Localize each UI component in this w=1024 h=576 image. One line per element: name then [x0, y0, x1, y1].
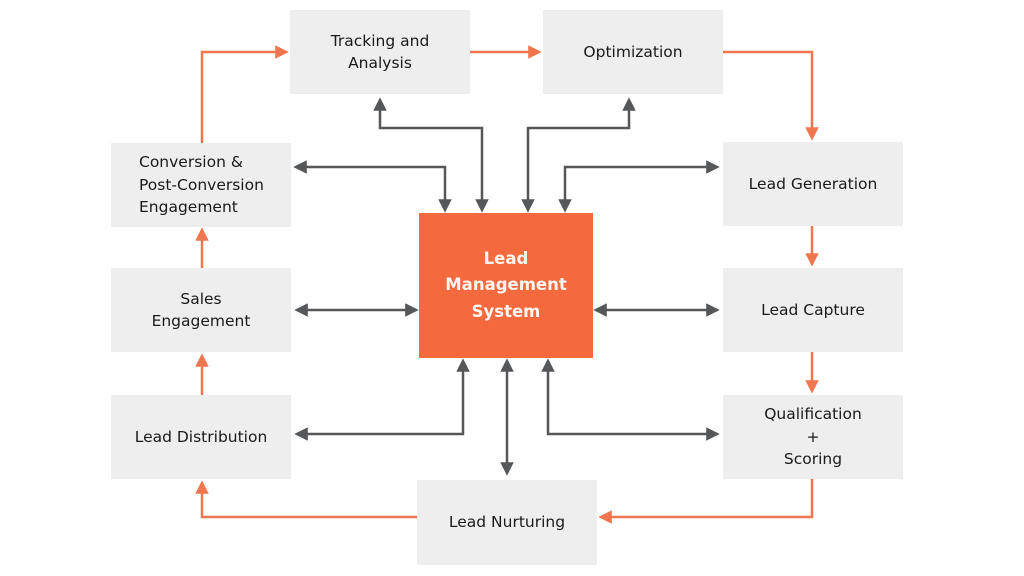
node-label: Qualification + Scoring [764, 405, 862, 469]
node-lead-distribution: Lead Distribution [111, 395, 291, 479]
node-optimization: Optimization [543, 10, 723, 94]
link-center-qualification [541, 358, 720, 441]
node-label: Lead Generation [748, 174, 878, 193]
link-center-conversion [293, 160, 452, 213]
node-label: Conversion & Post-Conversion Engagement [139, 153, 264, 217]
link-center-lead-generation [558, 160, 720, 213]
link-center-tracking [373, 97, 489, 213]
node-label: Sales Engagement [151, 289, 251, 330]
node-label: Lead Distribution [134, 427, 268, 446]
node-conversion-post-conversion-engagement: Conversion & Post-Conversion Engagement [111, 143, 291, 227]
link-center-optimization [521, 97, 636, 213]
flow-lead-nurturing-to-lead-distribution [195, 480, 417, 519]
node-lead-nurturing: Lead Nurturing [417, 480, 597, 565]
node-qualification-scoring: Qualification + Scoring [723, 395, 903, 479]
flow-optimization-to-lead-generation [723, 50, 819, 141]
node-sales-engagement: Sales Engagement [111, 268, 291, 352]
node-tracking-and-analysis: Tracking and Analysis [290, 10, 470, 94]
flow-qualification-to-lead-nurturing [598, 479, 814, 524]
node-lead-capture: Lead Capture [723, 268, 903, 352]
node-label: Tracking and Analysis [330, 31, 430, 72]
node-label: Optimization [583, 42, 683, 61]
node-lead-management-system: Lead Management System [419, 213, 593, 358]
node-lead-generation: Lead Generation [723, 142, 903, 226]
node-label: Lead Capture [761, 300, 865, 319]
node-label: Lead Management System [445, 248, 567, 321]
node-label: Lead Nurturing [448, 513, 566, 532]
link-center-lead-distribution [294, 358, 470, 441]
flow-conversion-to-tracking [200, 45, 289, 143]
